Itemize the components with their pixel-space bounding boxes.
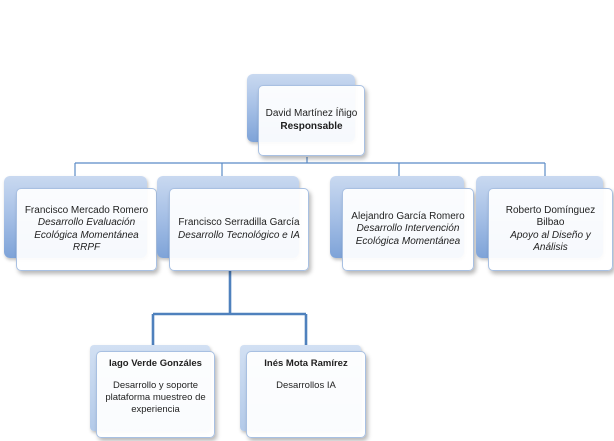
mota-role: Desarrollos IA xyxy=(276,379,336,391)
mota-name: Inés Mota Ramírez xyxy=(264,358,348,369)
node-mota-card: Inés Mota Ramírez Desarrollos IA xyxy=(246,351,366,438)
node-mota: Inés Mota Ramírez Desarrollos IA xyxy=(240,345,366,438)
dominguez-name: Roberto Domínguez Bilbao xyxy=(505,204,596,229)
node-garcia: Alejandro García Romero Desarrollo Inter… xyxy=(330,176,474,271)
serradilla-name: Francisco Serradilla García xyxy=(178,217,300,228)
node-mercado-card: Francisco Mercado Romero Desarrollo Eval… xyxy=(16,188,157,271)
garcia-name: Alejandro García Romero xyxy=(351,210,465,222)
node-root: David Martínez Íñigo Responsable xyxy=(247,74,365,156)
mercado-name: Francisco Mercado Romero xyxy=(24,204,149,216)
root-role: Responsable xyxy=(280,120,343,132)
verde-role: Desarrollo y soporte plataforma muestreo… xyxy=(105,379,206,415)
node-garcia-card: Alejandro García Romero Desarrollo Inter… xyxy=(342,188,474,271)
verde-name: Iago Verde Gonzáles xyxy=(109,358,202,369)
node-dominguez: Roberto Domínguez Bilbao Apoyo al Diseño… xyxy=(476,176,613,271)
node-serradilla: Francisco Serradilla García Desarrollo T… xyxy=(157,176,309,271)
serradilla-role: Desarrollo Tecnológico e IA xyxy=(178,229,300,241)
dominguez-role: Apoyo al Diseño y Análisis xyxy=(510,229,591,254)
node-verde-card: Iago Verde Gonzáles Desarrollo y soporte… xyxy=(96,351,215,438)
node-serradilla-card: Francisco Serradilla García Desarrollo T… xyxy=(169,188,309,271)
garcia-role: Desarrollo Intervención Ecológica Moment… xyxy=(355,223,461,247)
node-verde: Iago Verde Gonzáles Desarrollo y soporte… xyxy=(90,345,215,438)
node-mercado: Francisco Mercado Romero Desarrollo Eval… xyxy=(4,176,157,271)
node-root-card: David Martínez Íñigo Responsable xyxy=(258,85,365,156)
root-name: David Martínez Íñigo xyxy=(265,108,358,119)
mercado-role: Desarrollo Evaluación Ecológica Momentán… xyxy=(34,217,139,253)
node-dominguez-card: Roberto Domínguez Bilbao Apoyo al Diseño… xyxy=(488,188,613,271)
